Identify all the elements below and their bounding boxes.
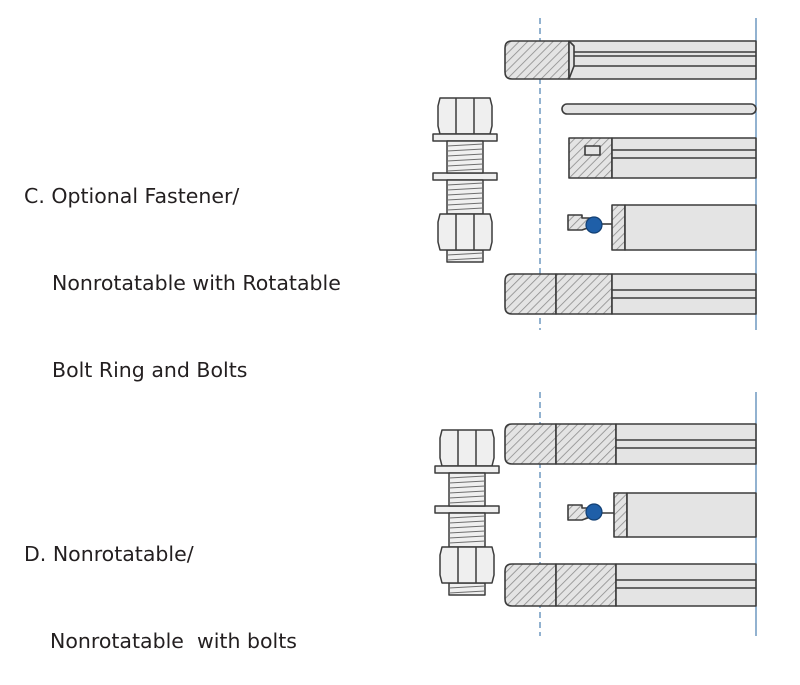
section-c-drawing bbox=[432, 18, 757, 330]
washer-icon bbox=[434, 465, 500, 474]
o-ring-icon bbox=[585, 503, 603, 521]
section-c-line-3: Bolt Ring and Bolts bbox=[52, 358, 248, 382]
nut-icon bbox=[437, 213, 493, 251]
section-d-label: D. Nonrotatable/ Nonrotatable with bolts bbox=[24, 482, 297, 685]
bolt-icon bbox=[432, 97, 498, 263]
section-c-line-1: C. Optional Fastener/ bbox=[24, 184, 240, 208]
section-d-line-1: D. Nonrotatable/ bbox=[24, 542, 194, 566]
nut-icon bbox=[439, 546, 495, 584]
retaining-rod-c bbox=[561, 103, 757, 115]
top-flange-c bbox=[504, 40, 757, 80]
bolt-icon bbox=[434, 429, 500, 596]
section-d-drawing bbox=[434, 392, 757, 636]
bottom-flange-d bbox=[504, 563, 757, 607]
lap-ring-c bbox=[568, 137, 757, 179]
o-ring-icon bbox=[585, 216, 603, 234]
stub-end-c bbox=[567, 204, 757, 251]
bottom-flange-c bbox=[504, 273, 757, 315]
flange-assembly-drawing bbox=[432, 18, 757, 636]
section-c-label: C. Optional Fastener/ Nonrotatable with … bbox=[24, 124, 341, 414]
top-flange-d bbox=[504, 423, 757, 465]
section-c-line-2: Nonrotatable with Rotatable bbox=[52, 271, 341, 295]
washer-icon bbox=[432, 133, 498, 142]
